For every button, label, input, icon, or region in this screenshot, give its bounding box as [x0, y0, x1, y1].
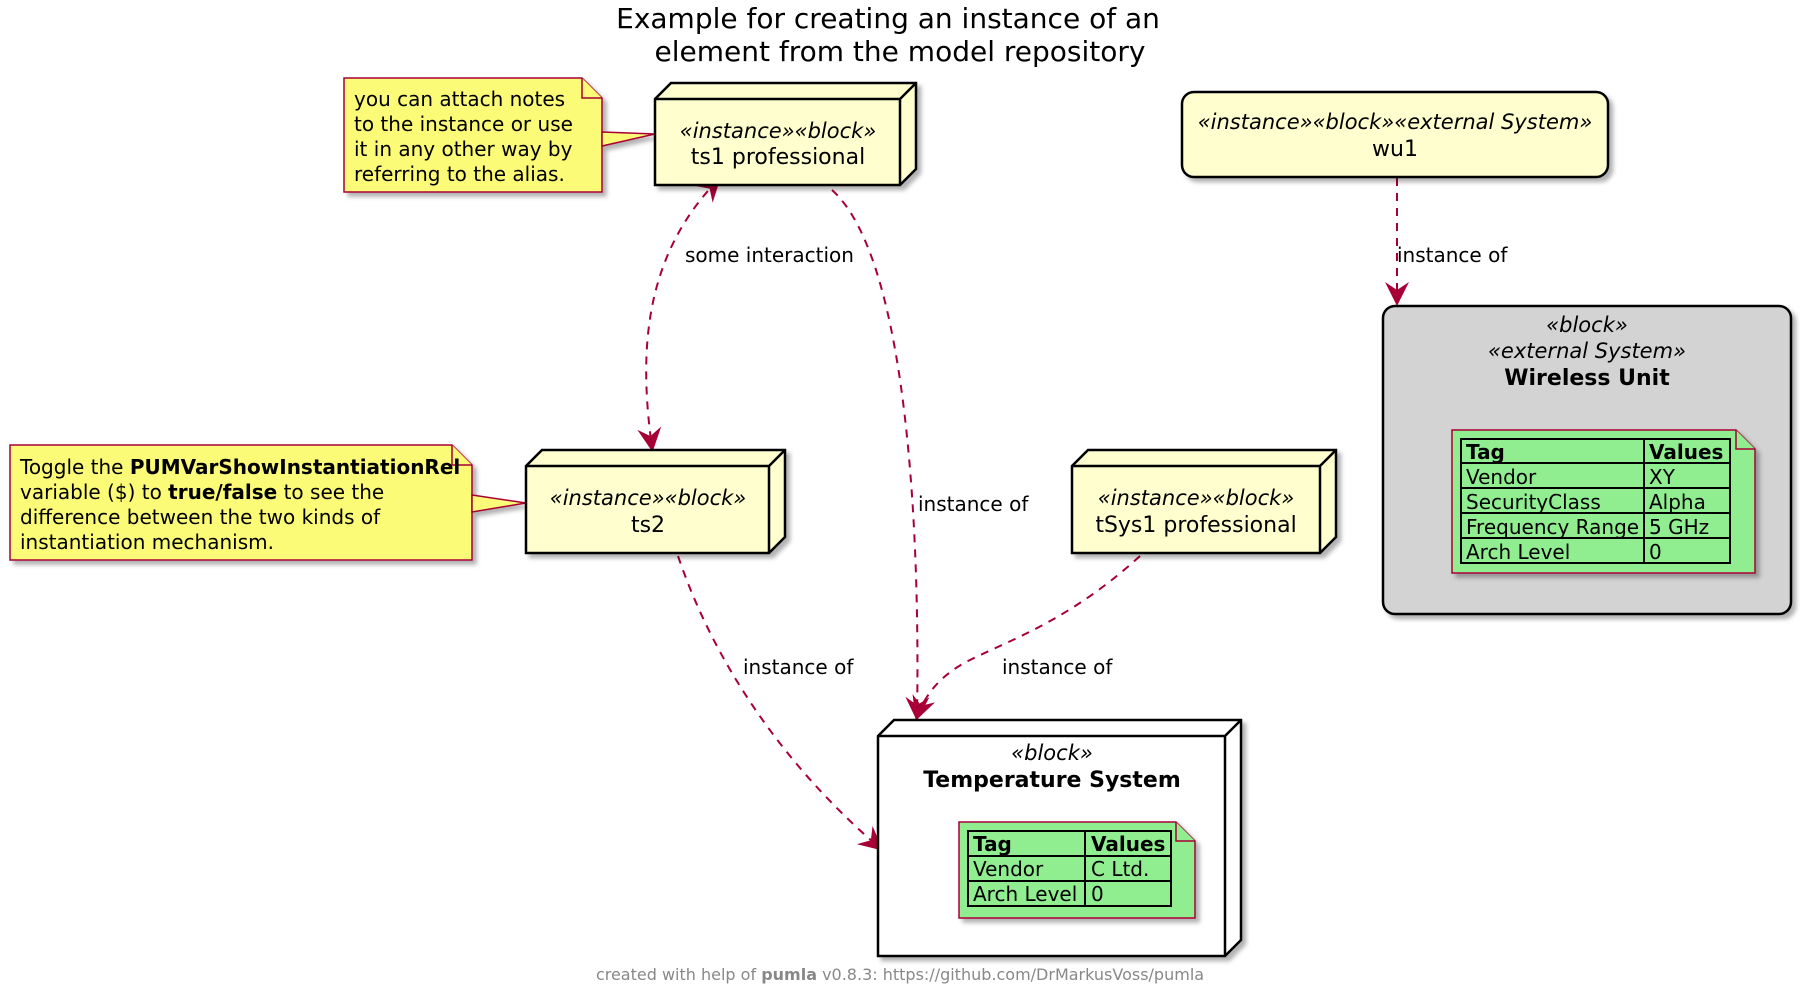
edge-ts2-instance-of — [677, 555, 884, 851]
edge-label-ts2-instance-of: instance of — [743, 655, 854, 679]
note-ts2-line-4: instantiation mechanism. — [20, 530, 274, 554]
wireless-unit-table-cell: 5 GHz — [1649, 515, 1709, 539]
node-ts1-stereotype: «instance»«block» — [680, 119, 877, 143]
edge-label-some-interaction: some interaction — [685, 243, 854, 267]
block-temperature-system-stereotype: «block» — [1011, 741, 1093, 765]
note-ts2-line-2: variable ($) to true/false to see the — [20, 480, 384, 504]
title-line-1: Example for creating an instance of an — [616, 2, 1160, 35]
footer-tool-name: pumla — [761, 965, 817, 984]
note-ts2-line-3: difference between the two kinds of — [20, 505, 381, 529]
block-wireless-unit-stereotype-1: «block» — [1546, 313, 1628, 337]
note-ts1-line-3: it in any other way by — [354, 137, 573, 161]
note-ts1-line-2: to the instance or use — [354, 112, 573, 136]
wireless-unit-tag-table — [1460, 438, 1731, 564]
temperature-system-table-cell: C Ltd. — [1091, 857, 1149, 881]
node-ts2-stereotype: «instance»«block» — [550, 486, 747, 510]
note-ts1-line-4: referring to the alias. — [354, 162, 565, 186]
title-line-2: element from the model repository — [655, 35, 1146, 68]
wireless-unit-table-cell: Alpha — [1649, 490, 1706, 514]
node-wu1 — [1180, 90, 1610, 179]
note-ts1-line-1: you can attach notes — [354, 87, 565, 111]
node-wu1-name: wu1 — [1372, 137, 1418, 162]
note-ts1 — [343, 77, 656, 193]
footer-prefix: created with help of — [596, 965, 761, 984]
edge-some-interaction — [637, 177, 721, 452]
wireless-unit-table-cell: SecurityClass — [1466, 490, 1601, 514]
edge-label-tsys1-instance-of: instance of — [1002, 655, 1113, 679]
block-temperature-system-name: Temperature System — [923, 768, 1181, 793]
diagram-title: Example for creating an instance of an e… — [616, 2, 1160, 68]
block-wireless-unit-stereotype-2: «external System» — [1488, 339, 1686, 363]
temperature-system-table-cell: Vendor — [973, 857, 1044, 881]
node-tsys1-stereotype: «instance»«block» — [1098, 486, 1295, 510]
wireless-unit-table-header-tag: Tag — [1466, 440, 1505, 464]
footer-suffix: v0.8.3: https://github.com/DrMarkusVoss/… — [817, 965, 1204, 984]
node-ts1-name: ts1 professional — [691, 145, 865, 170]
note-ts2-line-1: Toggle the PUMVarShowInstantiationRel — [19, 455, 460, 479]
temperature-system-tag-note — [958, 821, 1196, 919]
edge-tsys1-instance-of — [912, 555, 1141, 721]
temperature-system-table-cell: 0 — [1091, 882, 1104, 906]
footer-credit: created with help of pumla v0.8.3: https… — [596, 965, 1204, 984]
wireless-unit-table-cell: Frequency Range — [1466, 515, 1639, 539]
block-wireless-unit-name: Wireless Unit — [1504, 366, 1670, 391]
edge-label-ts1-instance-of: instance of — [918, 492, 1029, 516]
note-ts2-line-1-bold: PUMVarShowInstantiationRel — [130, 455, 460, 479]
temperature-system-tag-table — [967, 830, 1172, 907]
edge-ts1-instance-of — [831, 189, 930, 721]
temperature-system-table-cell: Arch Level — [973, 882, 1077, 906]
edge-label-wu1-instance-of: instance of — [1397, 243, 1508, 267]
edges — [637, 177, 1409, 851]
wireless-unit-table-cell: Vendor — [1466, 465, 1537, 489]
note-ts2-line-2-suffix: to see the — [277, 480, 384, 504]
note-ts2-line-2-bold: true/false — [168, 480, 277, 504]
node-ts1 — [653, 81, 918, 187]
note-ts2-line-2-prefix: variable ($) to — [20, 480, 168, 504]
note-ts2-line-1-prefix: Toggle the — [19, 455, 130, 479]
node-tsys1 — [1070, 448, 1338, 555]
temperature-system-table-header-tag: Tag — [973, 832, 1012, 856]
wireless-unit-table-cell: 0 — [1649, 540, 1662, 564]
wireless-unit-table-cell: XY — [1649, 465, 1676, 489]
node-wu1-stereotype: «instance»«block»«external System» — [1198, 110, 1593, 134]
wireless-unit-table-header-values: Values — [1649, 440, 1723, 464]
wireless-unit-table-cell: Arch Level — [1466, 540, 1570, 564]
note-ts2 — [9, 444, 527, 561]
temperature-system-table-header-values: Values — [1091, 832, 1165, 856]
node-ts2 — [524, 448, 787, 555]
node-tsys1-name: tSys1 professional — [1095, 513, 1296, 538]
node-ts2-name: ts2 — [631, 513, 665, 538]
